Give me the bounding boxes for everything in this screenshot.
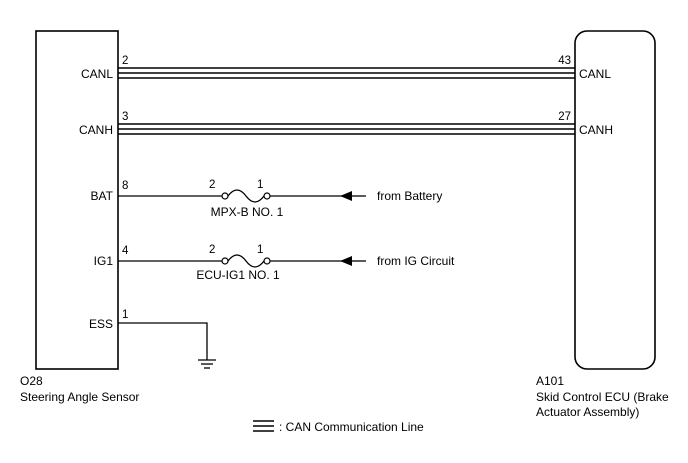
ig-source-label: from IG Circuit [377,254,455,268]
right-component-name-line2: Actuator Assembly) [536,405,639,419]
pin-label-canh: CANH [79,123,113,137]
fuse-ecuig1-name: ECU-IG1 NO. 1 [196,268,280,282]
pin-number-canl: 2 [122,55,128,67]
pin-number-ig1: 4 [122,245,129,257]
pin-number-ess: 1 [122,309,128,321]
fuse-ecuig1-pin-left: 2 [209,244,215,256]
fuse-ecuig1-pin-right: 1 [257,244,263,256]
canh-bus [118,123,575,135]
skid-control-ecu-box [574,30,656,370]
triple-line-icon [253,420,274,432]
pin-label-bat: BAT [91,189,114,203]
right-component-code: A101 [536,374,564,388]
steering-angle-sensor-box [35,30,119,370]
left-component-code: O28 [20,374,43,388]
ground-icon [118,322,216,369]
ecu-pin-label-canh: CANH [579,123,613,137]
right-component-name-line1: Skid Control ECU (Brake [536,390,669,404]
ecu-pin-label-canl: CANL [579,67,611,81]
fuse-mpxb-name: MPX-B NO. 1 [211,205,284,219]
bat-source-label: from Battery [377,189,442,203]
bat-circuit [118,189,366,203]
ecu-pin-number-canl: 43 [558,55,571,67]
pin-label-ig1: IG1 [94,254,114,268]
pin-label-ess: ESS [89,317,113,331]
arrow-icon [340,256,352,266]
pin-number-canh: 3 [122,111,128,123]
fuse-mpxb-pin-left: 2 [209,179,215,191]
ecu-pin-number-canh: 27 [558,111,571,123]
ig1-circuit [118,254,366,268]
left-component-name: Steering Angle Sensor [20,390,139,404]
legend-text: : CAN Communication Line [279,420,424,434]
canl-bus [118,67,575,79]
arrow-icon [340,191,352,201]
pin-number-bat: 8 [122,180,128,192]
pin-label-canl: CANL [81,67,113,81]
fuse-mpxb-pin-right: 1 [257,179,263,191]
